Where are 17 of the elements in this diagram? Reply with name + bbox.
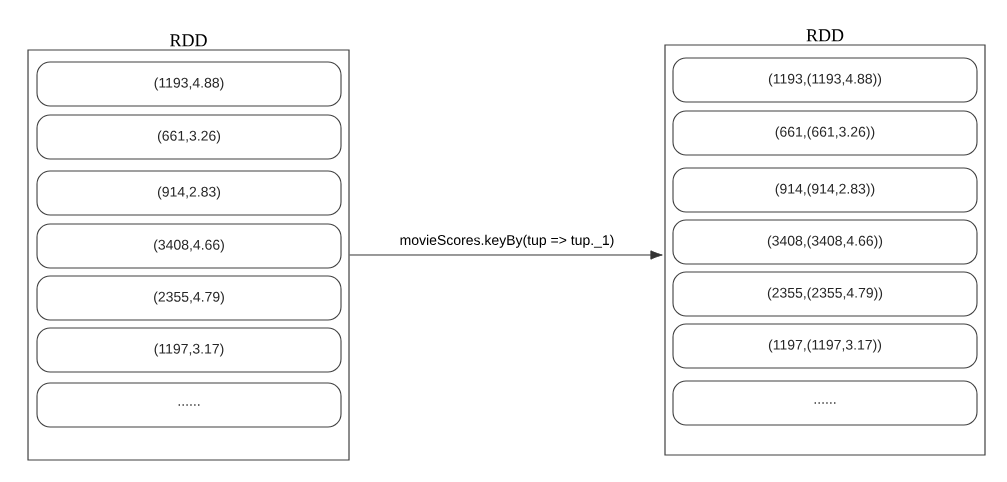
record-box: (3408,(3408,4.66)) — [672, 219, 978, 265]
record-box: (1197,(1197,3.17)) — [672, 323, 978, 369]
record-box: ...... — [672, 380, 978, 426]
record-box: (2355,4.79) — [36, 275, 342, 321]
record-box: (1197,3.17) — [36, 327, 342, 373]
node-label: RDD — [170, 34, 207, 47]
record-box: (914,2.83) — [36, 170, 342, 216]
record-box: (2355,(2355,4.79)) — [672, 271, 978, 317]
record-box: (914,(914,2.83)) — [672, 167, 978, 213]
record-box: (1193,4.88) — [36, 61, 342, 107]
record-box: (661,3.26) — [36, 114, 342, 160]
arrow — [349, 250, 663, 260]
record-box: ...... — [36, 382, 342, 428]
node-label: RDD — [806, 29, 844, 42]
record-box: (1193,(1193,4.88)) — [672, 57, 978, 103]
record-box: (661,(661,3.26)) — [672, 110, 978, 156]
record-box: (3408,4.66) — [36, 223, 342, 269]
